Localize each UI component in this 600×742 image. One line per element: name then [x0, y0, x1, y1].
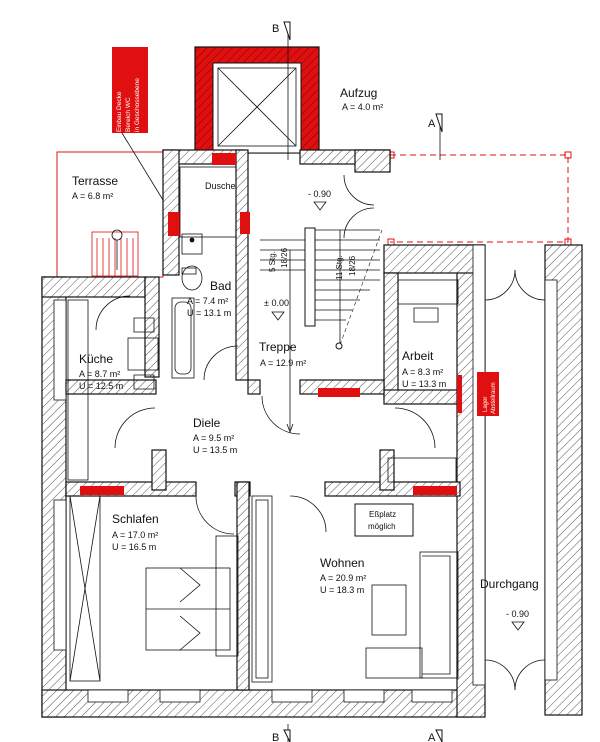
lager-note-line-1: Lager	[483, 397, 489, 412]
section-mark-a-bottom: A	[428, 732, 436, 742]
room-perimeter-kueche: U = 12.5 m	[79, 381, 123, 391]
interior-walls	[65, 272, 461, 691]
terrace-outline	[56, 151, 164, 278]
lager-note-line-2: Abstellraum	[491, 382, 497, 414]
section-mark-a-top: A	[428, 118, 436, 130]
essplatz-note-line-1: Eßplatz	[369, 510, 396, 519]
room-name-treppe: Treppe	[259, 340, 297, 354]
office-furniture	[387, 279, 459, 483]
room-area-terrasse: A = 6.8 m²	[72, 191, 113, 201]
kitchen-furniture	[67, 299, 159, 481]
level-lower: - 0.90	[506, 609, 529, 619]
room-area-treppe: A = 12.9 m²	[260, 358, 306, 368]
section-mark-b-bottom: B	[272, 732, 279, 742]
stairs-right-steps: 11 Stg.	[335, 255, 344, 280]
balcony-dashed-outline	[387, 151, 572, 246]
terrace-railing	[91, 231, 139, 277]
room-area-wohnen: A = 20.9 m²	[320, 573, 366, 583]
einbau-note-line-2: Bereich WC	[125, 97, 132, 132]
exterior-walls	[41, 149, 583, 718]
essplatz-note-line-2: möglich	[368, 522, 396, 531]
section-mark-b-top: B	[272, 23, 279, 35]
room-name-terrasse: Terrasse	[72, 174, 118, 188]
room-area-aufzug: A = 4.0 m²	[342, 102, 383, 112]
room-name-wohnen: Wohnen	[320, 556, 364, 570]
note-box-einbau	[112, 47, 148, 133]
stairs-left-ratio: 18/26	[280, 247, 289, 268]
stairs-left-steps: 5 Stg.	[268, 251, 277, 272]
room-area-schlafen: A = 17.0 m²	[112, 530, 158, 540]
room-name-schlafen: Schlafen	[112, 512, 159, 526]
room-name-diele: Diele	[193, 416, 221, 430]
stairs-right-ratio: 18/26	[348, 255, 357, 276]
staircase	[260, 227, 383, 434]
room-perimeter-diele: U = 13.5 m	[193, 445, 237, 455]
einbau-note-line-3: in Geschossebene	[134, 78, 141, 132]
elevator-shaft	[194, 46, 320, 154]
room-name-durchgang: Durchgang	[480, 577, 539, 591]
level-markers	[271, 201, 525, 631]
room-perimeter-schlafen: U = 16.5 m	[112, 542, 156, 552]
bedroom-furniture	[69, 495, 239, 682]
room-area-kueche: A = 8.7 m²	[79, 369, 120, 379]
level-floor: ± 0.00	[264, 298, 289, 308]
room-area-arbeit: A = 8.3 m²	[402, 367, 443, 377]
bathroom-fixtures	[171, 166, 237, 379]
room-name-arbeit: Arbeit	[402, 349, 434, 363]
living-furniture	[251, 495, 459, 683]
terrace-stairs	[111, 229, 123, 270]
room-name-dusche: Dusche	[205, 181, 236, 191]
section-marks	[283, 21, 443, 742]
essplatz-box	[354, 503, 414, 537]
room-perimeter-bad: U = 13.1 m	[187, 308, 231, 318]
note-box-lager	[477, 372, 499, 416]
doors	[95, 174, 546, 691]
einbau-note-line-1: Einbau Decke	[116, 91, 123, 132]
room-name-bad: Bad	[210, 279, 231, 293]
level-upper: - 0.90	[308, 189, 331, 199]
room-area-bad: A = 7.4 m²	[187, 296, 228, 306]
room-name-aufzug: Aufzug	[340, 86, 377, 100]
room-name-kueche: Küche	[79, 352, 113, 366]
room-perimeter-arbeit: U = 13.3 m	[402, 379, 446, 389]
red-new-elements	[80, 153, 462, 495]
room-area-diele: A = 9.5 m²	[193, 433, 234, 443]
room-perimeter-wohnen: U = 18.3 m	[320, 585, 364, 595]
